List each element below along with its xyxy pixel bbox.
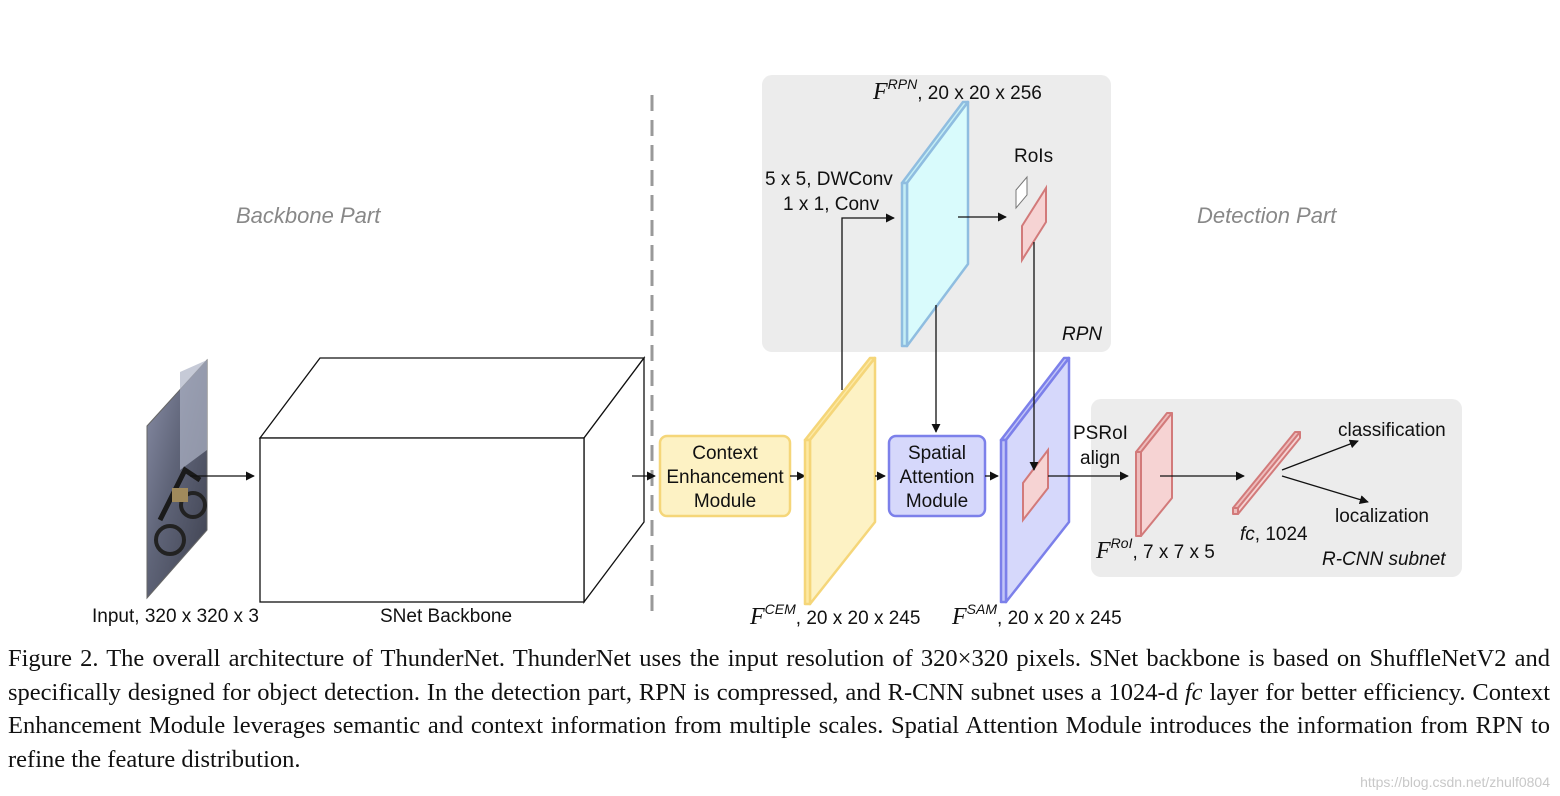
cem-label-line3: Module	[694, 491, 756, 512]
architecture-diagram: Backbone Part Detection Part Input, 320 …	[92, 75, 1462, 630]
rpn-conv-label-line2: 1 x 1, Conv	[783, 194, 880, 215]
roi-feature-map	[1135, 412, 1173, 537]
rcnn-panel	[1091, 399, 1462, 577]
sam-feature-label: FSAM, 20 x 20 x 245	[951, 601, 1122, 630]
rcnn-title: R-CNN subnet	[1322, 549, 1446, 570]
input-image	[146, 358, 208, 600]
cem-feature-map	[803, 356, 877, 606]
fc-label: fc, 1024	[1240, 524, 1308, 545]
localization-label: localization	[1335, 506, 1429, 527]
sam-label-line2: Attention	[900, 467, 975, 488]
psroi-label-line2: align	[1080, 448, 1120, 469]
rpn-feature-map	[900, 100, 970, 348]
roi-small-icon	[1015, 175, 1028, 210]
rpn-feature-label: FRPN, 20 x 20 x 256	[872, 76, 1042, 105]
rois-label: RoIs	[1014, 146, 1053, 167]
cem-feature-label: FCEM, 20 x 20 x 245	[749, 601, 920, 630]
rpn-title: RPN	[1062, 324, 1102, 345]
figure-caption: Figure 2. The overall architecture of Th…	[8, 642, 1550, 776]
classification-label: classification	[1338, 420, 1446, 441]
detection-part-label: Detection Part	[1197, 203, 1337, 228]
cem-label-line1: Context	[692, 443, 758, 464]
fc-layer	[1232, 431, 1301, 515]
caption-part2: layer for better efficiency. Context Enh…	[8, 678, 1551, 773]
sam-label-line3: Module	[906, 491, 968, 512]
sam-label-line1: Spatial	[908, 443, 966, 464]
caption-part1: Figure 2. The overall architecture of Th…	[8, 645, 1550, 706]
backbone-part-label: Backbone Part	[236, 203, 381, 228]
backbone-label: SNet Backbone	[380, 606, 512, 627]
snet-backbone-box	[258, 356, 646, 604]
rpn-conv-label-line1: 5 x 5, DWConv	[765, 169, 893, 190]
roi-feature-label: FRoI, 7 x 7 x 5	[1095, 535, 1215, 564]
watermark: https://blog.csdn.net/zhulf0804	[1360, 774, 1550, 790]
arrow-localization	[1281, 475, 1369, 504]
psroi-label-line1: PSRoI	[1073, 423, 1128, 444]
input-label: Input, 320 x 320 x 3	[92, 606, 259, 627]
cem-label-line2: Enhancement	[666, 467, 784, 488]
arrow-cem-to-rpn	[841, 213, 895, 390]
arrow-classification	[1281, 439, 1359, 471]
sam-roi-box	[1022, 447, 1049, 523]
caption-fc: fc	[1184, 678, 1203, 706]
roi-box	[1021, 184, 1047, 264]
